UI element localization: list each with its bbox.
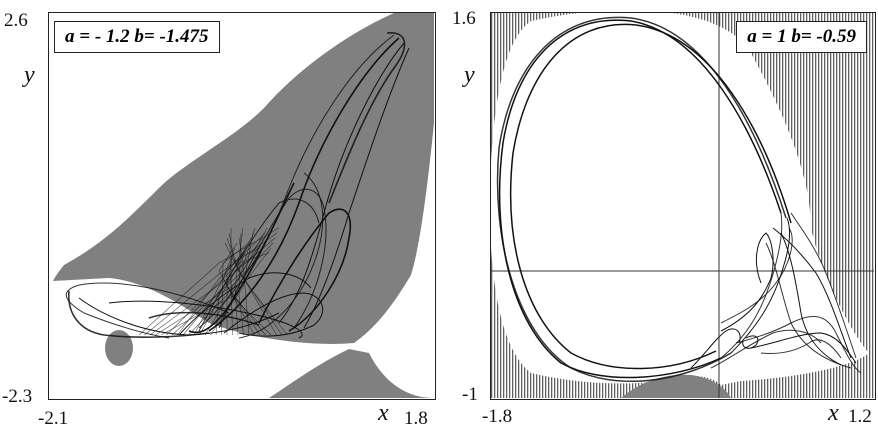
trajectory-stroke [720,212,783,359]
trajectory-stroke [198,34,395,329]
trajectory-stroke [772,227,852,359]
right-x-min-label: -1.8 [482,406,513,427]
left-gray-island [266,135,312,191]
right-x-axis-name: x [828,400,839,426]
left-x-max-label: 1.8 [404,408,428,429]
left-x-axis-name: x [378,400,389,426]
trajectory-stroke [230,228,272,336]
trajectory-stroke [218,188,327,329]
left-y-axis-name: y [24,62,35,88]
trajectory-stroke [690,328,741,369]
trajectory-stroke [182,237,264,336]
left-x-min-label: -2.1 [38,408,69,429]
right-attractor-figure [491,13,874,398]
trajectory-stroke [198,198,320,332]
trajectory-stroke [720,227,793,324]
trajectory-stroke [223,292,324,337]
left-white-region-bottom [49,313,109,393]
trajectory-stroke [178,272,312,336]
trajectory-stroke [160,247,272,336]
left-y-max-label: 2.6 [4,10,28,31]
trajectory-stroke [750,332,857,364]
trajectory-stroke [303,47,410,329]
right-y-min-label: -1 [462,384,478,405]
trajectory-stroke [166,252,270,336]
trajectory-stroke [148,311,260,326]
trajectory-stroke [224,242,288,336]
left-gray-island [231,169,257,197]
trajectory-stroke [498,19,782,379]
trajectory-stroke [210,232,254,336]
right-x-max-label: 1.2 [848,406,872,427]
left-gray-island [105,330,133,366]
right-gray-blob [621,374,731,398]
trajectory-stroke [177,232,266,336]
trajectory-stroke [760,339,842,359]
trajectory-stroke [790,212,857,359]
trajectory-stroke [780,232,842,366]
right-parameter-box: a = 1 b= -0.59 [736,21,867,53]
trajectory-stroke [204,227,256,336]
left-phase-plot: a = - 1.2 b= -1.475 [48,12,436,400]
trajectory-stroke [742,335,759,349]
right-trajectory-group [496,16,862,382]
right-y-axis-name: y [464,62,475,88]
trajectory-stroke [735,315,862,374]
trajectory-stroke [730,217,791,354]
trajectory-stroke [765,242,852,369]
left-attractor-figure [49,13,434,398]
trajectory-stroke [328,32,406,204]
right-phase-plot: a = 1 b= -0.59 [490,12,876,400]
left-parameter-box: a = - 1.2 b= -1.475 [54,21,220,53]
trajectory-stroke [66,282,230,339]
left-white-region [49,13,434,398]
right-y-max-label: 1.6 [452,8,476,29]
trajectory-stroke [258,208,351,332]
trajectory-stroke [68,290,210,338]
trajectory-stroke [720,232,774,332]
trajectory-stroke [238,172,324,339]
trajectory-stroke [238,232,244,336]
trajectory-stroke [510,23,792,370]
left-y-min-label: -2.3 [2,386,33,407]
left-trajectory-group [66,32,410,339]
trajectory-stroke [138,227,280,336]
